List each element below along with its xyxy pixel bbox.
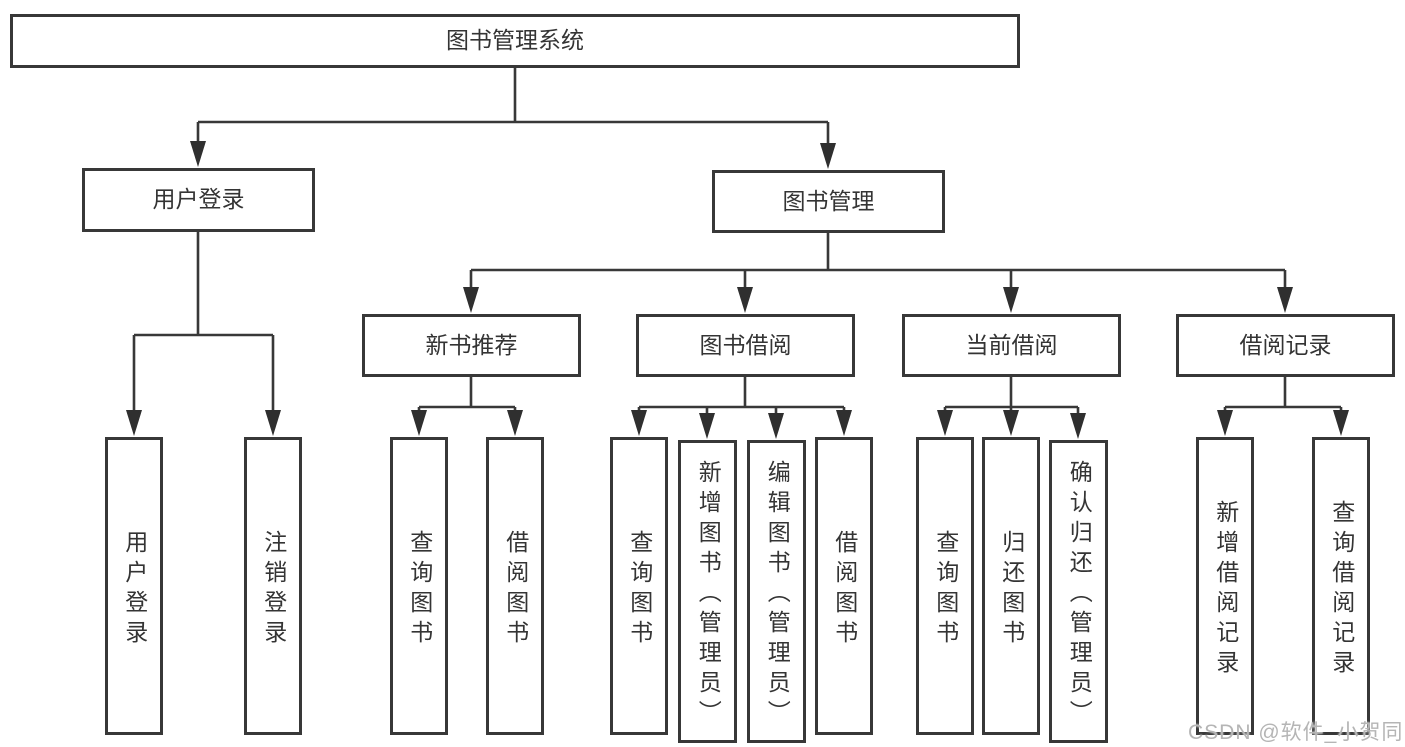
watermark: CSDN @软件_小贺同学 xyxy=(1188,721,1404,744)
leaf-logout-label: 注销登录 xyxy=(260,529,287,650)
leaf-records-add-record: 新增借阅记录 xyxy=(1196,437,1254,735)
leaf-recommend-borrow-books-label: 借阅图书 xyxy=(502,529,529,650)
node-borrow-records-label: 借阅记录 xyxy=(1239,331,1332,358)
leaf-recommend-query-books-label: 查询图书 xyxy=(406,529,433,650)
leaf-records-add-record-label: 新增借阅记录 xyxy=(1212,499,1239,680)
leaf-user-login-label: 用户登录 xyxy=(121,529,148,650)
node-book-management: 图书管理 xyxy=(712,170,945,233)
leaf-current-confirm-return-admin-label: 确认归还（管理员） xyxy=(1066,460,1093,730)
leaf-borrow-borrow-books-label: 借阅图书 xyxy=(831,529,858,650)
leaf-borrow-query-books-label: 查询图书 xyxy=(626,529,653,650)
node-root: 图书管理系统 xyxy=(10,14,1020,68)
leaf-current-return-books: 归还图书 xyxy=(982,437,1040,735)
leaf-borrow-edit-books-admin-label: 编辑图书（管理员） xyxy=(764,460,791,730)
leaf-logout: 注销登录 xyxy=(244,437,302,735)
leaf-current-return-books-label: 归还图书 xyxy=(998,529,1025,650)
leaf-borrow-add-books-admin-label: 新增图书（管理员） xyxy=(695,460,722,730)
node-user-login-label: 用户登录 xyxy=(152,186,245,213)
leaf-current-query-books: 查询图书 xyxy=(916,437,974,735)
node-new-book-recommend: 新书推荐 xyxy=(362,314,581,377)
leaf-recommend-borrow-books: 借阅图书 xyxy=(486,437,544,735)
leaf-borrow-query-books: 查询图书 xyxy=(610,437,668,735)
leaf-borrow-edit-books-admin: 编辑图书（管理员） xyxy=(747,440,806,743)
leaf-current-query-books-label: 查询图书 xyxy=(932,529,959,650)
leaf-records-query-record: 查询借阅记录 xyxy=(1312,437,1370,735)
arrowhead-icons xyxy=(126,141,1349,439)
node-root-label: 图书管理系统 xyxy=(446,27,584,54)
node-user-login: 用户登录 xyxy=(82,168,315,232)
leaf-recommend-query-books: 查询图书 xyxy=(390,437,448,735)
node-book-borrow: 图书借阅 xyxy=(636,314,855,377)
node-current-borrow: 当前借阅 xyxy=(902,314,1121,377)
node-borrow-records: 借阅记录 xyxy=(1176,314,1395,377)
leaf-current-confirm-return-admin: 确认归还（管理员） xyxy=(1049,440,1108,743)
node-current-borrow-label: 当前借阅 xyxy=(965,331,1058,358)
node-book-management-label: 图书管理 xyxy=(782,187,875,214)
leaf-records-query-record-label: 查询借阅记录 xyxy=(1328,499,1355,680)
leaf-borrow-add-books-admin: 新增图书（管理员） xyxy=(678,440,737,743)
node-new-book-recommend-label: 新书推荐 xyxy=(425,331,518,358)
leaf-user-login: 用户登录 xyxy=(105,437,163,735)
node-book-borrow-label: 图书借阅 xyxy=(699,331,792,358)
leaf-borrow-borrow-books: 借阅图书 xyxy=(815,437,873,735)
